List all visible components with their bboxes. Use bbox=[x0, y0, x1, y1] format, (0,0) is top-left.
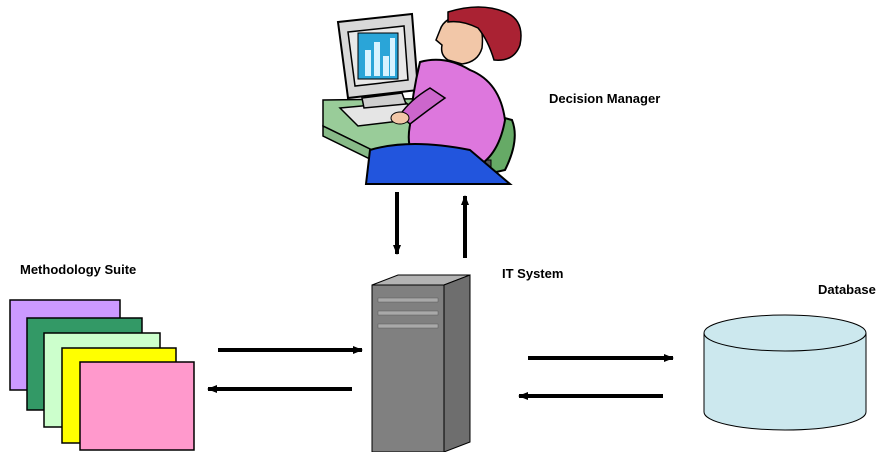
methodology-suite-label: Methodology Suite bbox=[20, 262, 137, 277]
person-at-computer-icon bbox=[322, 6, 522, 185]
database-cylinder-icon bbox=[703, 314, 867, 431]
server-tower-icon bbox=[371, 274, 471, 452]
decision-manager-label: Decision Manager bbox=[549, 91, 661, 106]
it-system-label: IT System bbox=[502, 266, 564, 281]
database-label: Database bbox=[818, 282, 876, 297]
page-5 bbox=[79, 361, 195, 451]
document-stack-icon bbox=[9, 299, 195, 451]
